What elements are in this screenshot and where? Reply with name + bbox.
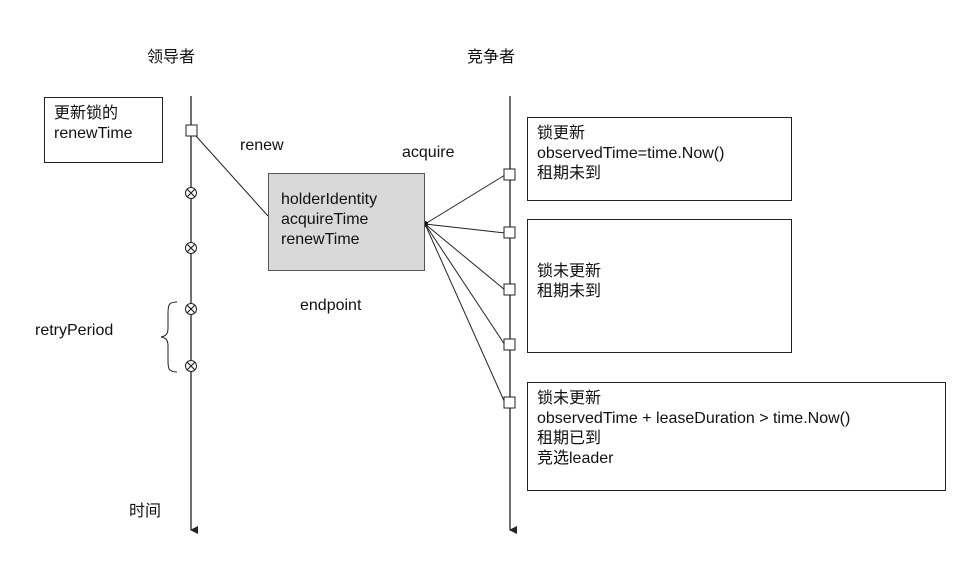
leader-note-line: 更新锁的 [54,105,119,122]
contender-note-line: 租期未到 [537,283,602,300]
retry-period-label: retryPeriod [35,322,114,339]
leader-note-line: renewTime [54,125,133,142]
acquire-connector [424,174,506,225]
contender-note-line: observedTime=time.Now() [537,145,725,162]
acquire-connector [424,223,506,404]
endpoint-field: acquireTime [281,211,369,228]
contender-note-line: 锁未更新 [537,390,602,407]
contender-note-line: 租期未到 [537,165,602,182]
acquire-connector [424,223,506,291]
square-node-icon [503,338,516,351]
contender-note-line: 锁未更新 [537,263,602,280]
retry-period-brace-icon [160,301,178,373]
acquire-connector [424,223,506,234]
square-node-icon [503,168,516,181]
contender-note-line: 锁更新 [537,125,586,142]
renew-label: renew [240,137,284,154]
contender-note-lock-updated: 锁更新 observedTime=time.Now() 租期未到 [527,117,792,201]
endpoint-field: holderIdentity [281,191,378,208]
x-node-icon [185,187,197,199]
endpoint-field: renewTime [281,231,360,248]
contender-note-line: 租期已到 [537,430,602,447]
time-axis-label: 时间 [129,503,162,520]
endpoint-box: holderIdentity acquireTime renewTime [268,173,425,271]
contender-lane-title: 竞争者 [467,49,516,66]
renew-connector [195,135,269,217]
leader-lane-title: 领导者 [147,49,196,66]
square-node-icon [503,396,516,409]
contender-note-lock-not-updated: 锁未更新 租期未到 [527,219,792,353]
acquire-label: acquire [402,144,455,161]
x-node-icon [185,360,197,372]
contender-note-line: observedTime + leaseDuration > time.Now(… [537,410,851,427]
x-node-icon [185,242,197,254]
acquire-connectors [424,174,506,404]
endpoint-label: endpoint [300,297,362,314]
square-node-icon [185,124,198,137]
square-node-icon [503,283,516,296]
acquire-connector [424,223,506,346]
leader-note: 更新锁的 renewTime [44,97,163,163]
x-node-icon [185,303,197,315]
contender-note-lease-expired: 锁未更新 observedTime + leaseDuration > time… [527,382,946,491]
contender-note-line: 竞选leader [537,450,614,467]
square-node-icon [503,226,516,239]
